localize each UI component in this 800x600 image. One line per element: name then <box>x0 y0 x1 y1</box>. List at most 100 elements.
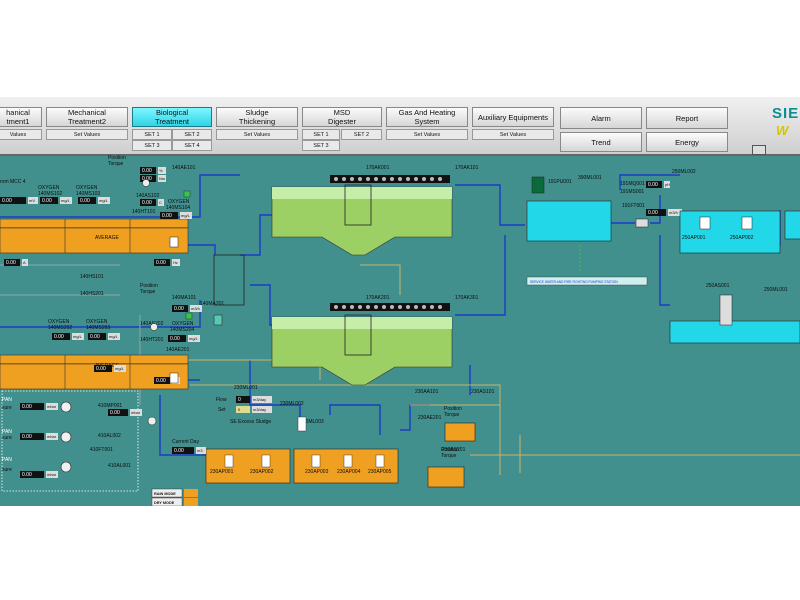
level-230ml001-label: 230ML001 <box>234 385 258 391</box>
motor-icon-2[interactable] <box>150 323 158 331</box>
set-values-button-2[interactable]: Set Values <box>46 129 128 140</box>
nav-alarm-button[interactable]: Alarm <box>560 107 642 129</box>
flow-value: 0 <box>238 397 241 403</box>
oxygen-label-1: OXYGEN <box>38 185 60 191</box>
sensor-140hs101-label: 140HS101 <box>80 274 104 280</box>
mixer-icon-1[interactable] <box>169 236 179 248</box>
blower-410al002-label: 410AL002 <box>98 433 121 439</box>
pump-230ap005-label: 230AP005 <box>368 469 392 475</box>
clarifier-2[interactable]: 170AK201 170AK301 <box>271 295 479 386</box>
valve-torque-label: Torque <box>444 412 460 418</box>
navigation-bar: hanical tment1 Values Mechanical Treatme… <box>0 97 800 156</box>
nav-trend-button[interactable]: Trend <box>560 132 642 152</box>
msd-set2-button[interactable]: SET 2 <box>341 129 382 140</box>
status-icon-2[interactable] <box>185 312 193 320</box>
set-values-button-1[interactable]: Values <box>0 129 42 140</box>
nav-mechanical-treatment1-button[interactable]: hanical tment1 <box>0 107 42 127</box>
level-250ml002-label: 250ML002 <box>672 169 696 175</box>
set-values-button-3[interactable]: Set Values <box>216 129 298 140</box>
bio-set2-button[interactable]: SET 2 <box>172 129 212 140</box>
aeration-tank-1[interactable]: AVERAGE <box>0 218 189 254</box>
pressure-label-3: sure <box>2 467 12 473</box>
bio-set4-button[interactable]: SET 4 <box>172 140 212 151</box>
oxygen-6-value: 0.00 <box>90 334 100 340</box>
logo-brand-text: SIE <box>772 105 800 122</box>
nav-mechanical-treatment2-button[interactable]: Mechanical Treatment2 <box>46 107 128 127</box>
valve-station-230[interactable]: 230AA101 230AS101 230AS201 230AE201 Posi… <box>415 389 495 488</box>
excess-sludge-panel[interactable]: 230ML001 Flow 0 m3/day Set 0 m3/day SE E… <box>216 385 324 432</box>
flow-191mq001-label: 191MQ001 <box>620 181 645 187</box>
rain-mode-label[interactable]: RAIN MODE <box>154 492 176 496</box>
pressure-label-2: sure <box>2 435 12 441</box>
tank-250[interactable]: 250ML002 250AP001 250AP002 <box>672 169 800 254</box>
set-values-button-5[interactable]: Set Values <box>472 129 554 140</box>
service-water-tank[interactable]: 191PU001 390ML001 SERVICE WATER AND FIRE… <box>526 175 648 286</box>
sludge-pump-station-2[interactable]: 230AP003 230AP004 230AP005 <box>293 448 399 484</box>
oxygen-label-6: OXYGEN <box>86 319 108 325</box>
pressure-1-unit: mbar <box>47 404 57 409</box>
oxygen-2-unit: mg/L <box>99 198 109 203</box>
current-day-value: 0.00 <box>174 448 184 454</box>
flow-label: Flow <box>216 397 227 403</box>
level-390ml001-label: 390ML001 <box>578 175 602 181</box>
level-230ml003-label: 230ML003 <box>300 419 324 425</box>
sludge-pump-station-1[interactable]: 230AP001 230AP002 <box>205 448 291 484</box>
torque-label-2: Torque <box>140 289 156 295</box>
ph-value: 0.00 <box>648 182 658 188</box>
blower-station[interactable]: sure sure sure PAN PAN PAN 0.00 mbar 0.0… <box>1 390 142 492</box>
pump-230ap002-label: 230AP002 <box>250 469 274 475</box>
oxygen-5-unit: mg/L <box>73 334 83 339</box>
sludge-lines <box>170 264 800 475</box>
nav-msd-digester-button[interactable]: MSD Digester <box>302 107 382 127</box>
tank-250-lower[interactable]: 250AS001 250ML001 <box>669 283 800 344</box>
nav-energy-button[interactable]: Energy <box>646 132 728 152</box>
oxygen-1-value: 0.00 <box>42 198 52 204</box>
current-day-panel: Current Day 0.00 m3 <box>172 439 206 454</box>
set-values-button-4[interactable]: Set Values <box>386 129 468 140</box>
pump-250ap001-label: 250AP001 <box>682 235 706 241</box>
msd-set1-button[interactable]: SET 1 <box>302 129 340 140</box>
small-window-icon[interactable] <box>752 145 766 155</box>
mode-panel[interactable]: RAIN MODE DRY MODE <box>151 488 198 506</box>
sensor-140ae201-label: 140AE201 <box>166 347 190 353</box>
pressure-3-unit: mbar <box>47 472 57 477</box>
blower-motor-icon[interactable] <box>147 416 157 426</box>
nav-biological-treatment-button[interactable]: Biological Treatment <box>132 107 212 127</box>
oxygen-label-2: OXYGEN <box>76 185 98 191</box>
pressure-2-unit: mbar <box>47 434 57 439</box>
msd-set3-button[interactable]: SET 3 <box>302 140 340 151</box>
clarifier1-tag-a: 170AK001 <box>366 165 390 171</box>
bio-set1-button[interactable]: SET 1 <box>132 129 172 140</box>
mixer-icon-2[interactable] <box>169 372 179 384</box>
bio-set3-button[interactable]: SET 3 <box>132 140 172 151</box>
filter-icon[interactable] <box>213 314 223 326</box>
flow-191ms001-label: 191MS001 <box>620 189 644 195</box>
setpoint-unit: m3/day <box>253 407 266 412</box>
pump-230ap001-label: 230AP001 <box>210 469 234 475</box>
distribution-chamber[interactable] <box>213 254 245 306</box>
nav-auxiliary-equipments-button[interactable]: Auxiliary Equipments <box>472 107 554 127</box>
nav-report-button[interactable]: Report <box>646 107 728 129</box>
sensor-140ms202-label: 140MS202 <box>48 325 72 331</box>
setpoint-input[interactable] <box>236 406 250 413</box>
status-icon-1[interactable] <box>183 190 191 198</box>
clarifier-1[interactable]: 170AK001 170AK101 <box>271 165 479 256</box>
valve-position-label-2: Position <box>441 447 459 453</box>
flow-meter-191[interactable]: 191MQ001 191MS001 191FT001 0.00 pH 0.00 … <box>620 181 682 228</box>
aeration-sensor-labels: rom MCC 4 OXYGEN 140MS102 OXYGEN 140MS10… <box>0 155 224 353</box>
sensor-140ms204-label: 140MS204 <box>170 327 194 333</box>
nav-sludge-thickening-button[interactable]: Sludge Thickening <box>216 107 298 127</box>
se-excess-sludge-label: SE Excess Sludge <box>230 419 271 425</box>
flow-1-value: 0.00 <box>174 306 184 312</box>
siemens-logo: SIE W <box>770 99 800 151</box>
nav-gas-heating-button[interactable]: Gas And Heating System <box>386 107 468 127</box>
sensor-140ht201-label: 140HT201 <box>140 337 164 343</box>
average-label-1: AVERAGE <box>95 235 119 241</box>
dry-mode-label[interactable]: DRY MODE <box>154 501 175 505</box>
blower-410mp001-label: 410MP001 <box>98 403 122 409</box>
pressure-label-1: sure <box>2 405 12 411</box>
blower-410al001-label: 410AL001 <box>108 463 131 469</box>
sensor-140ms104-label: 140MS104 <box>166 205 190 211</box>
freq-1-value: 0.00 <box>156 260 166 266</box>
motor-icon-1[interactable] <box>142 179 150 187</box>
